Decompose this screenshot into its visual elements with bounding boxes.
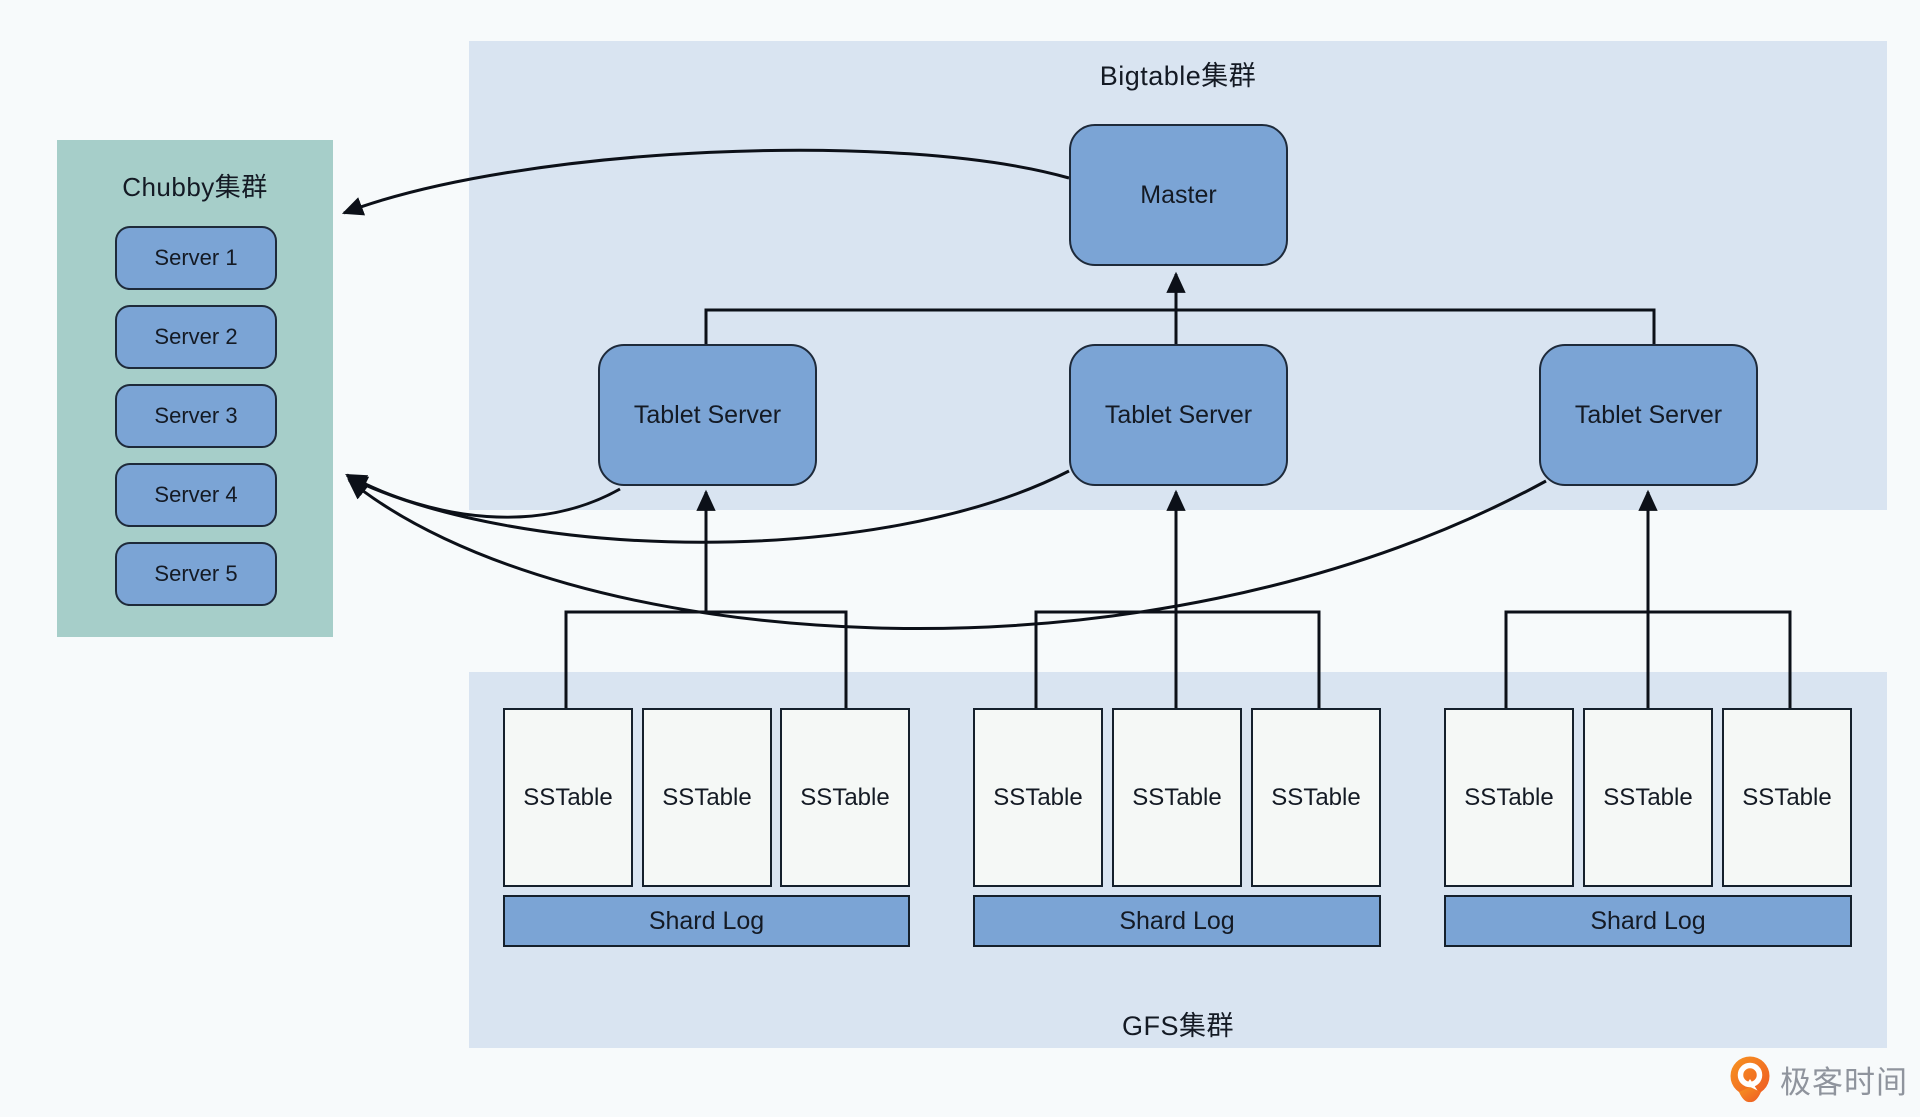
geektime-logo-icon: [1730, 1056, 1770, 1103]
master-to-chubby-arrow: [341, 148, 1070, 216]
chubby-server-3: Server 3: [115, 384, 277, 448]
shard-log-bar-2: Shard Log: [973, 895, 1381, 947]
chubby-server-5: Server 5: [115, 542, 277, 606]
sstable-box: SSTable: [1583, 708, 1713, 887]
sstable-box: SSTable: [780, 708, 910, 887]
shard-log-bar-3: Shard Log: [1444, 895, 1852, 947]
tablet2-to-chubby-arrow: [346, 469, 1070, 544]
chubby-cluster-title: Chubby集群: [122, 172, 268, 202]
sstable-group1-bracket: [564, 610, 848, 708]
tablet-server-node-2: Tablet Server: [1069, 344, 1288, 486]
sstable-box: SSTable: [1251, 708, 1381, 887]
sstable-box: SSTable: [503, 708, 633, 887]
tablet-server-node-1: Tablet Server: [598, 344, 817, 486]
bigtable-cluster-title: Bigtable集群: [1099, 61, 1257, 91]
sstable-box: SSTable: [973, 708, 1103, 887]
chubby-cluster-panel: Chubby集群 Server 1 Server 2 Server 3 Serv…: [57, 140, 333, 637]
sstable-box: SSTable: [1112, 708, 1242, 887]
chubby-server-1: Server 1: [115, 226, 277, 290]
tablet-server-node-3: Tablet Server: [1539, 344, 1758, 486]
chubby-server-4: Server 4: [115, 463, 277, 527]
tablet1-to-chubby-arrow: [345, 473, 621, 519]
sstable-box: SSTable: [1444, 708, 1574, 887]
tablet-to-master-bracket: [704, 308, 1656, 344]
sstable-box: SSTable: [642, 708, 772, 887]
geektime-logo-text: 极客时间: [1780, 1065, 1908, 1100]
gfs-cluster-title: GFS集群: [1121, 1011, 1234, 1041]
shard-log-bar-1: Shard Log: [503, 895, 910, 947]
tablet3-to-chubby-arrow: [347, 478, 1547, 630]
master-node: Master: [1069, 124, 1288, 266]
geektime-logo: 极客时间: [1729, 1056, 1908, 1103]
chubby-server-2: Server 2: [115, 305, 277, 369]
sstable-box: SSTable: [1722, 708, 1852, 887]
